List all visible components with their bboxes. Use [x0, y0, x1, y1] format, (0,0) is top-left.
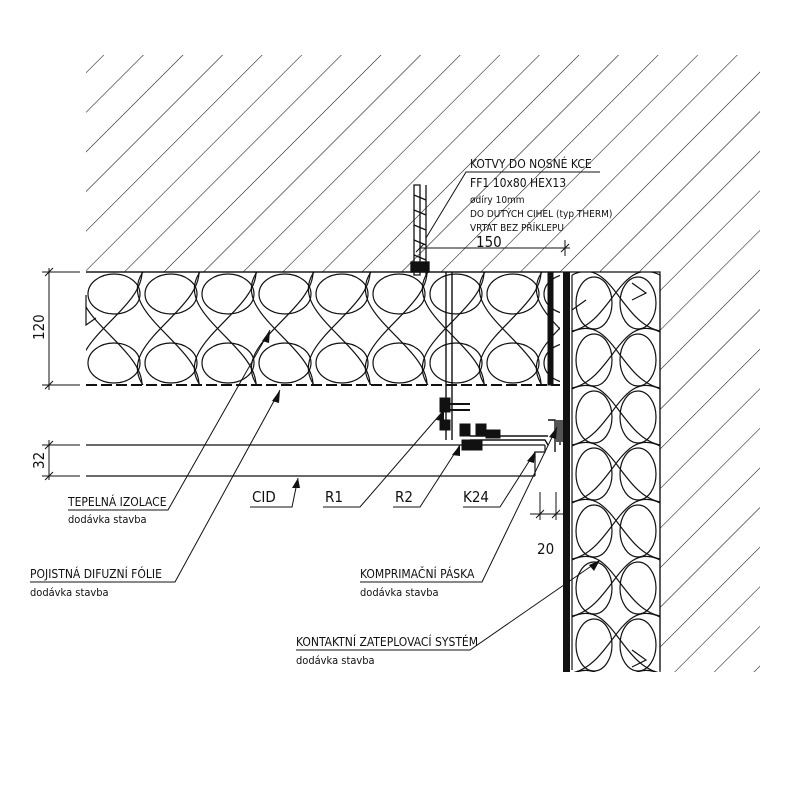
insulation-loop — [136, 272, 200, 385]
tag-k24: K24 — [463, 488, 489, 506]
callout-etics-supply: dodávka stavba — [296, 654, 375, 667]
profile-r1 — [445, 272, 453, 440]
insulation-loop — [201, 273, 255, 315]
insulation-loop — [620, 676, 656, 728]
insulation-loop — [315, 273, 369, 315]
insulation-loop — [619, 276, 657, 330]
bracket-screws — [439, 397, 501, 451]
insulation-loop — [619, 447, 657, 501]
insulation-loop — [486, 342, 540, 384]
insulation-loop — [575, 504, 613, 558]
insulation-loop — [619, 561, 657, 615]
wall-edge-notches — [571, 282, 648, 668]
insulation-loop — [372, 273, 426, 315]
callout-etics-title: KONTAKTNÍ ZATEPLOVACÍ SYSTÉM — [296, 634, 478, 649]
insulation-loop — [575, 333, 613, 387]
dim-left-lower-label: 32 — [30, 452, 48, 469]
etics-board — [563, 272, 570, 672]
dim-top-label: 150 — [476, 233, 502, 251]
anchor-line-1: FF1 10x80 HEX13 — [470, 176, 566, 190]
compression-tape — [555, 420, 563, 442]
insulation-loop — [372, 342, 426, 384]
anchor-bolt — [410, 184, 430, 276]
insulation-loop — [364, 272, 428, 385]
insulation-loop — [421, 272, 485, 385]
tag-cid: CID — [252, 488, 276, 506]
insulation-loop — [543, 274, 560, 314]
insulation-loop — [486, 273, 540, 315]
anchor-line-4: VRTAT BEZ PŘÍKLEPU — [470, 221, 564, 234]
insulation-loop — [144, 342, 198, 384]
dim-right-label: 20 — [537, 540, 554, 558]
insulation-loop — [86, 272, 143, 385]
soffit-end — [534, 445, 546, 476]
insulation-loop — [258, 342, 312, 384]
masonry-hatch — [86, 55, 760, 672]
tag-r1: R1 — [325, 488, 343, 506]
insulation-loop — [315, 342, 369, 384]
insulation-loop — [250, 272, 314, 385]
insulation-loop — [575, 669, 657, 672]
insulation-loop — [87, 273, 141, 315]
insulation-loop — [575, 447, 613, 501]
wall-insulation — [571, 272, 660, 728]
insulation-loop — [575, 276, 613, 330]
insulation-loop — [193, 272, 257, 385]
insulation-loop — [575, 390, 613, 444]
insulation-loop — [87, 342, 141, 384]
insulation-loop — [619, 333, 657, 387]
callout-tape-title: KOMPRIMAČNÍ PÁSKA — [360, 566, 475, 581]
tag-leaders — [250, 409, 536, 508]
anchor-leader — [425, 171, 600, 239]
insulation-loop — [307, 272, 371, 385]
tag-arrows — [292, 410, 535, 488]
insulation-loop — [478, 272, 542, 385]
tag-r2: R2 — [395, 488, 413, 506]
wall-insulation-outline — [571, 275, 661, 670]
insulation-loop — [575, 618, 613, 672]
callout-foil-supply: dodávka stavba — [30, 586, 109, 599]
dim-left-lower — [42, 440, 80, 481]
callout-foil-title: POJISTNÁ DIFUZNÍ FÓLIE — [30, 566, 162, 581]
insulation-loop — [535, 272, 560, 385]
insulation-loop — [429, 273, 483, 315]
callout-tape-supply: dodávka stavba — [360, 586, 439, 599]
insulation-loop — [201, 342, 255, 384]
insulation-loop — [619, 618, 657, 672]
insulation-loop — [619, 390, 657, 444]
insulation-loop — [576, 676, 612, 728]
anchor-line-2: ødíry 10mm — [470, 194, 525, 206]
insulation-loop — [429, 342, 483, 384]
callout-insulation-title: TEPELNÁ IZOLACE — [67, 494, 167, 509]
insulation-loop — [144, 273, 198, 315]
ceiling-insulation — [86, 272, 560, 385]
callout-insulation-supply: dodávka stavba — [68, 513, 147, 526]
insulation-loop — [619, 504, 657, 558]
anchor-title: KOTVY DO NOSNÉ KCE — [470, 156, 592, 171]
insulation-loop — [258, 273, 312, 315]
dim-left-upper — [42, 267, 80, 390]
insulation-left-notch — [85, 295, 97, 327]
insulation-loop — [543, 343, 560, 383]
dim-right — [530, 492, 566, 520]
masonry-edge — [86, 271, 661, 672]
anchor-line-3: DO DUTÝCH CIHEL (typ THERM) — [470, 207, 612, 220]
dim-top — [415, 240, 570, 256]
callout-arrows — [262, 330, 600, 571]
dim-left-upper-label: 120 — [30, 314, 48, 340]
insulation-loop — [575, 561, 613, 615]
callout-leaders — [30, 329, 601, 651]
profile-r2 — [547, 271, 554, 386]
